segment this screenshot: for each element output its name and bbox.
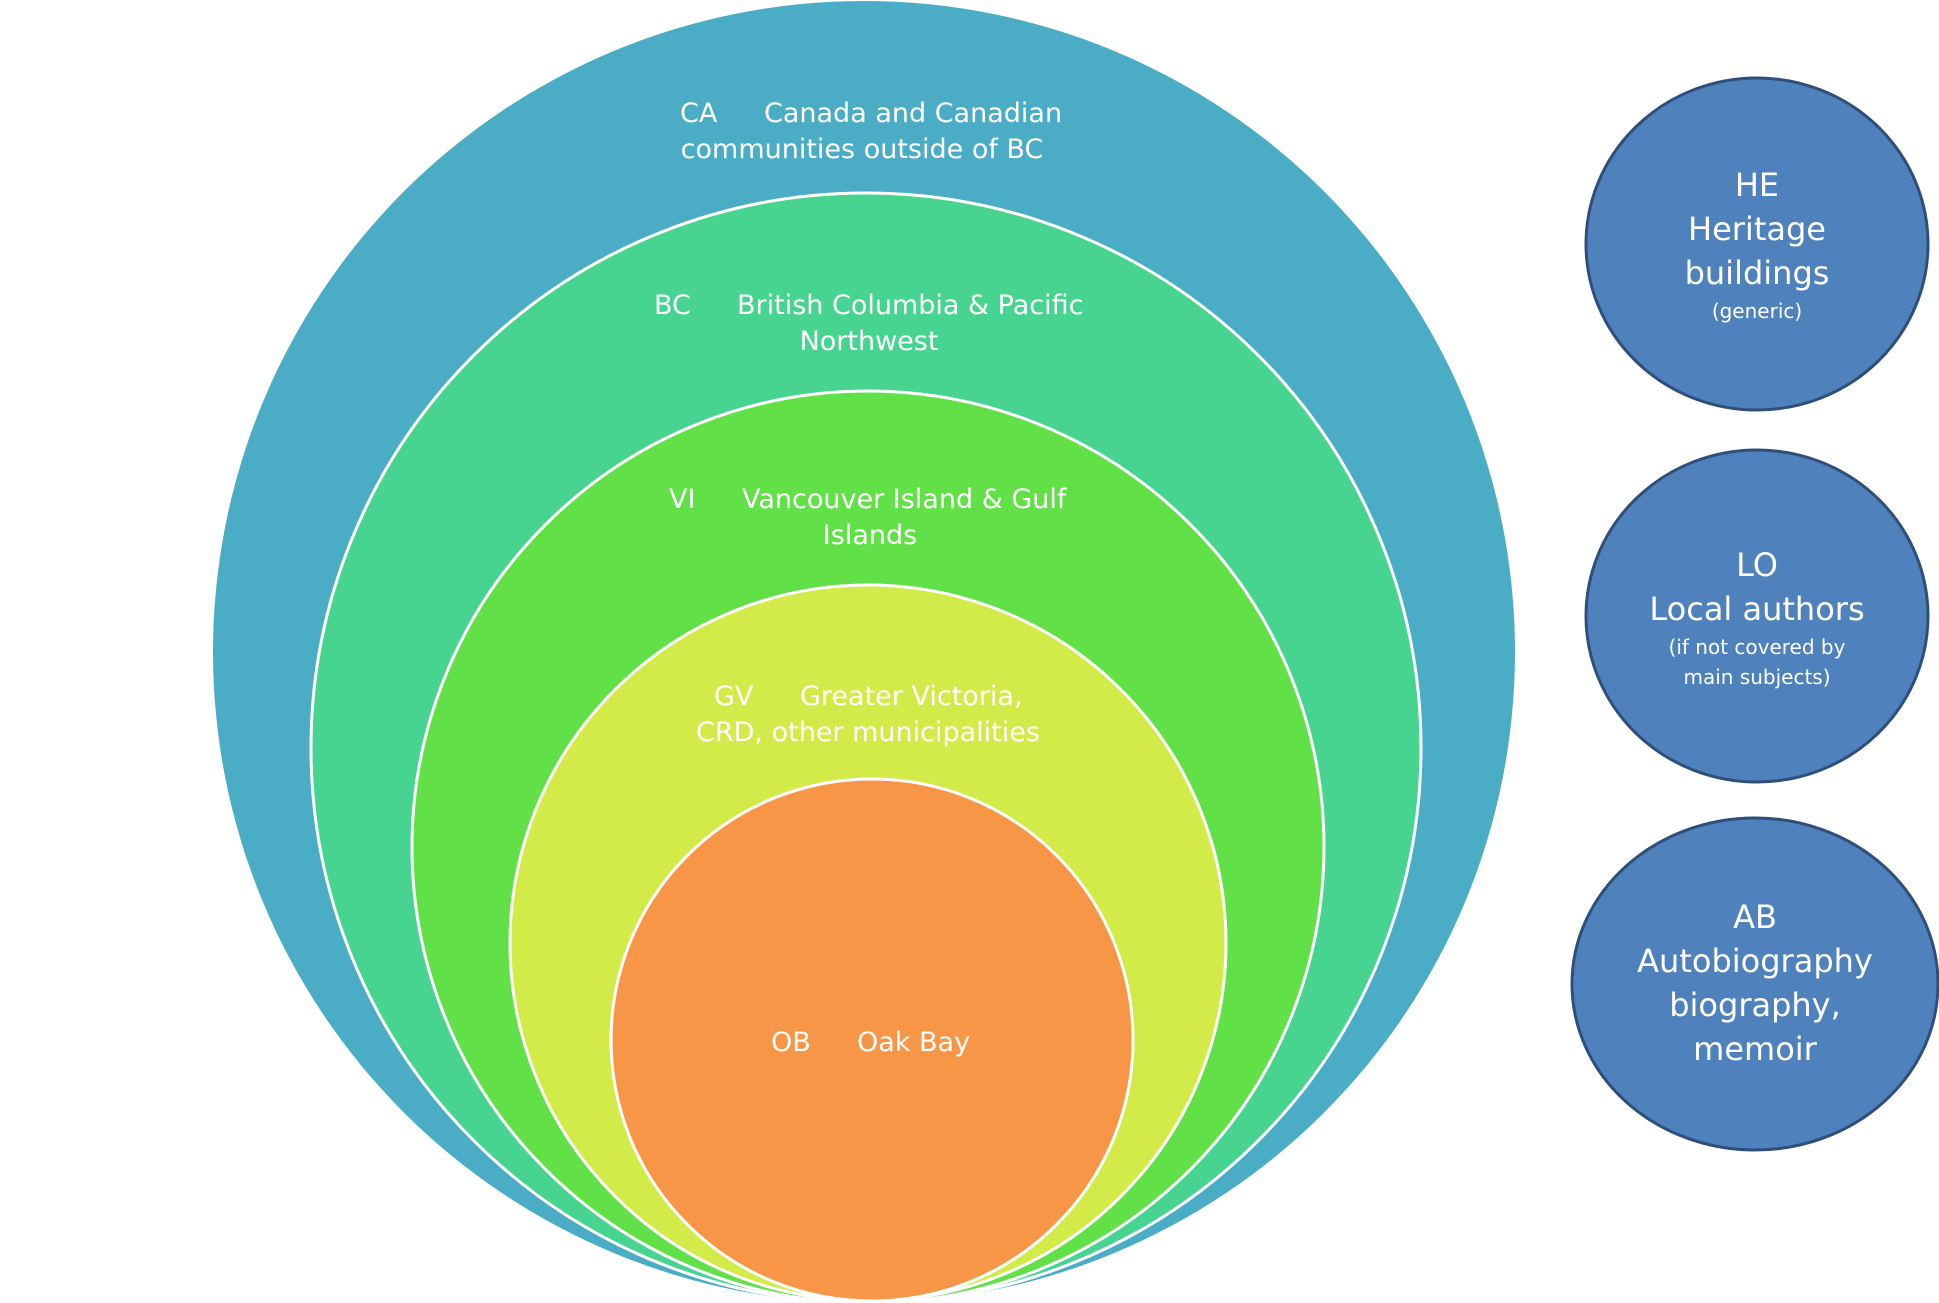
side-bubbles: HE Heritage buildings (generic) LO Local… xyxy=(1570,76,1939,1152)
ab-line3: memoir xyxy=(1693,1030,1818,1068)
bubble-lo-shape xyxy=(1584,448,1930,784)
ob-code: OB xyxy=(771,1027,811,1058)
he-code: HE xyxy=(1735,166,1779,204)
bc-name-line2: Northwest xyxy=(800,326,939,357)
lo-code: LO xyxy=(1736,546,1778,584)
gv-name-line2: CRD, other municipalities xyxy=(696,717,1040,748)
bubble-ab: AB Autobiography biography, memoir xyxy=(1570,816,1939,1152)
bc-name-line1: British Columbia & Pacific xyxy=(737,290,1083,321)
vi-name-line2: Islands xyxy=(823,520,917,551)
concentric-rings xyxy=(213,1,1515,1303)
ab-line2: biography, xyxy=(1669,986,1841,1024)
vi-name-line1: Vancouver Island & Gulf xyxy=(742,484,1068,515)
lo-note-line2: main subjects) xyxy=(1683,665,1830,689)
bubble-lo: LO Local authors (if not covered by main… xyxy=(1584,448,1930,784)
ab-line1: Autobiography xyxy=(1637,942,1873,980)
bc-code: BC xyxy=(654,290,691,321)
gv-code: GV xyxy=(714,681,754,712)
lo-line1: Local authors xyxy=(1649,590,1864,628)
bubble-he: HE Heritage buildings (generic) xyxy=(1584,76,1930,412)
he-note: (generic) xyxy=(1712,299,1802,323)
bubble-he-shape xyxy=(1584,76,1930,412)
ca-code: CA xyxy=(680,98,718,129)
ring-ob xyxy=(609,777,1135,1303)
ob-name-line1: Oak Bay xyxy=(857,1027,970,1058)
ca-name-line2: communities outside of BC xyxy=(681,134,1044,165)
lo-note-line1: (if not covered by xyxy=(1669,635,1846,659)
vi-code: VI xyxy=(669,484,695,515)
gv-name-line1: Greater Victoria, xyxy=(800,681,1023,712)
bubble-ab-shape xyxy=(1570,816,1939,1152)
ab-code: AB xyxy=(1733,898,1777,936)
he-line2: buildings xyxy=(1685,254,1830,292)
he-line1: Heritage xyxy=(1688,210,1826,248)
ca-name-line1: Canada and Canadian xyxy=(764,98,1062,129)
ring-labels: CA Canada and Canadian communities outsi… xyxy=(654,98,1083,1058)
